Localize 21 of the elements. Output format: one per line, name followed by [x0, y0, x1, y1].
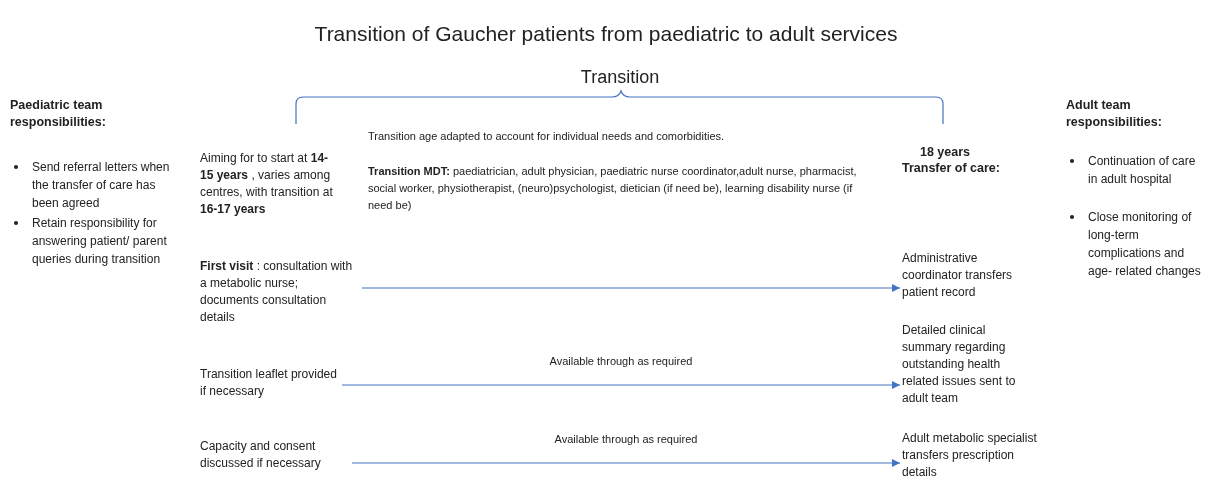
note: Transition MDT: paediatrician, adult physician, paediatric nurse coordinator,adult nurse, pharmacist, social worker, physiotherapist, (neuro)psychologist, dietician (if need be), learning disability nurse (if need be): [368, 164, 858, 213]
step-text: Capacity and consent discussed if necessary: [200, 438, 350, 472]
step-text: Administrative coordinator transfers patient record: [902, 250, 1037, 301]
heading: Paediatric team responsibilities:: [10, 97, 107, 131]
list-item: Continuation of care in adult hospital: [1088, 154, 1196, 186]
note: Transition age adapted to account for individual needs and comorbidities.: [368, 129, 726, 144]
step-text: Detailed clinical summary regarding outstanding health related issues sent to adult team: [902, 322, 1037, 407]
heading: Adult team responsibilities:: [1066, 97, 1163, 131]
edge-label: Available through as required: [547, 354, 695, 368]
step-text: First visit : consultation with a metabolic nurse; documents consultation details: [200, 258, 360, 326]
title: Transition of Gaucher patients from paediatric to adult services: [313, 22, 899, 46]
list-item: Retain responsibility for answering patient/ parent queries during transition: [32, 216, 167, 266]
edge-label: Available through as required: [552, 432, 700, 446]
step-text: Adult metabolic specialist transfers prescription details: [902, 430, 1037, 480]
list-item: Send referral letters when the transfer of care has been agreed: [32, 160, 170, 210]
heading: Transfer of care:: [902, 160, 1001, 177]
list-item: Close monitoring of long-term complications and age- related changes: [1088, 210, 1201, 278]
heading: 18 years: [918, 144, 972, 161]
note: Aiming for to start at 14-15 years , varies among centres, with transition at 16-17 years: [200, 150, 334, 218]
section-heading: Transition: [579, 66, 661, 88]
step-text: Transition leaflet provided if necessary: [200, 366, 340, 400]
